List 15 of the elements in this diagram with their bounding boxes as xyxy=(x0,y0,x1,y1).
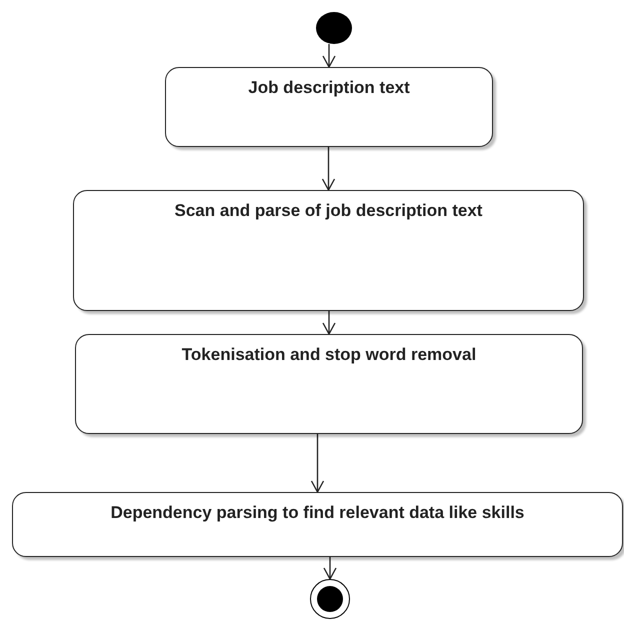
activity-box xyxy=(73,190,584,311)
arrow xyxy=(322,147,336,191)
end-node xyxy=(310,579,350,619)
activity-label: Tokenisation and stop word removal xyxy=(182,345,476,365)
arrow xyxy=(310,434,324,493)
activity-box xyxy=(12,492,623,557)
arrow xyxy=(322,44,336,68)
activity-label: Job description text xyxy=(248,78,410,98)
activity-box xyxy=(165,67,493,147)
arrow xyxy=(323,557,337,580)
activity-box xyxy=(75,334,583,434)
arrow xyxy=(322,311,336,335)
activity-label: Dependency parsing to find relevant data like skills xyxy=(110,503,524,523)
start-node xyxy=(316,12,352,44)
activity-label: Scan and parse of job description text xyxy=(174,201,482,221)
